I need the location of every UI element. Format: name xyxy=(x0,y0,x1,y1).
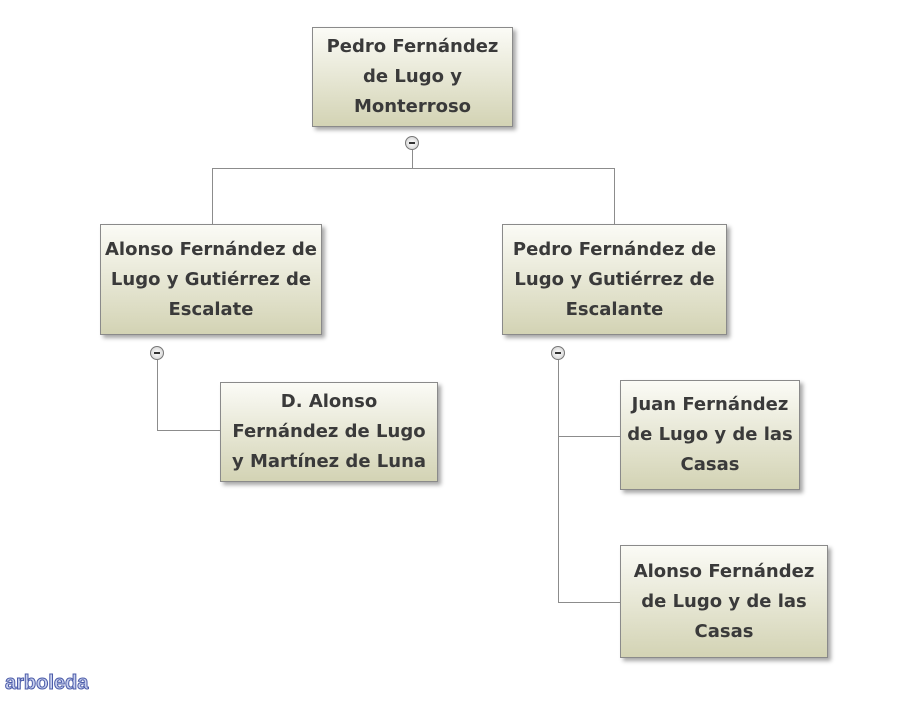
node-pedro[interactable]: Pedro Fernández de Lugo y Gutiérrez de E… xyxy=(502,224,727,335)
connector xyxy=(558,360,559,603)
connector xyxy=(412,150,413,168)
connector xyxy=(558,602,620,603)
collapse-icon[interactable] xyxy=(405,136,419,150)
connector xyxy=(157,430,220,431)
connector xyxy=(558,436,620,437)
collapse-icon[interactable] xyxy=(150,346,164,360)
connector xyxy=(212,168,213,224)
node-alonso[interactable]: Alonso Fernández de Lugo y Gutiérrez de … xyxy=(100,224,322,335)
node-d-alonso[interactable]: D. Alonso Fernández de Lugo y Martínez d… xyxy=(220,382,438,482)
collapse-icon[interactable] xyxy=(551,346,565,360)
watermark-logo: arboleda xyxy=(4,672,89,695)
connector xyxy=(157,360,158,431)
node-alonso-casas[interactable]: Alonso Fernández de Lugo y de las Casas xyxy=(620,545,828,658)
connector xyxy=(614,168,615,224)
node-juan[interactable]: Juan Fernández de Lugo y de las Casas xyxy=(620,380,800,490)
node-root[interactable]: Pedro Fernández de Lugo y Monterroso xyxy=(312,27,513,127)
connector xyxy=(212,168,615,169)
